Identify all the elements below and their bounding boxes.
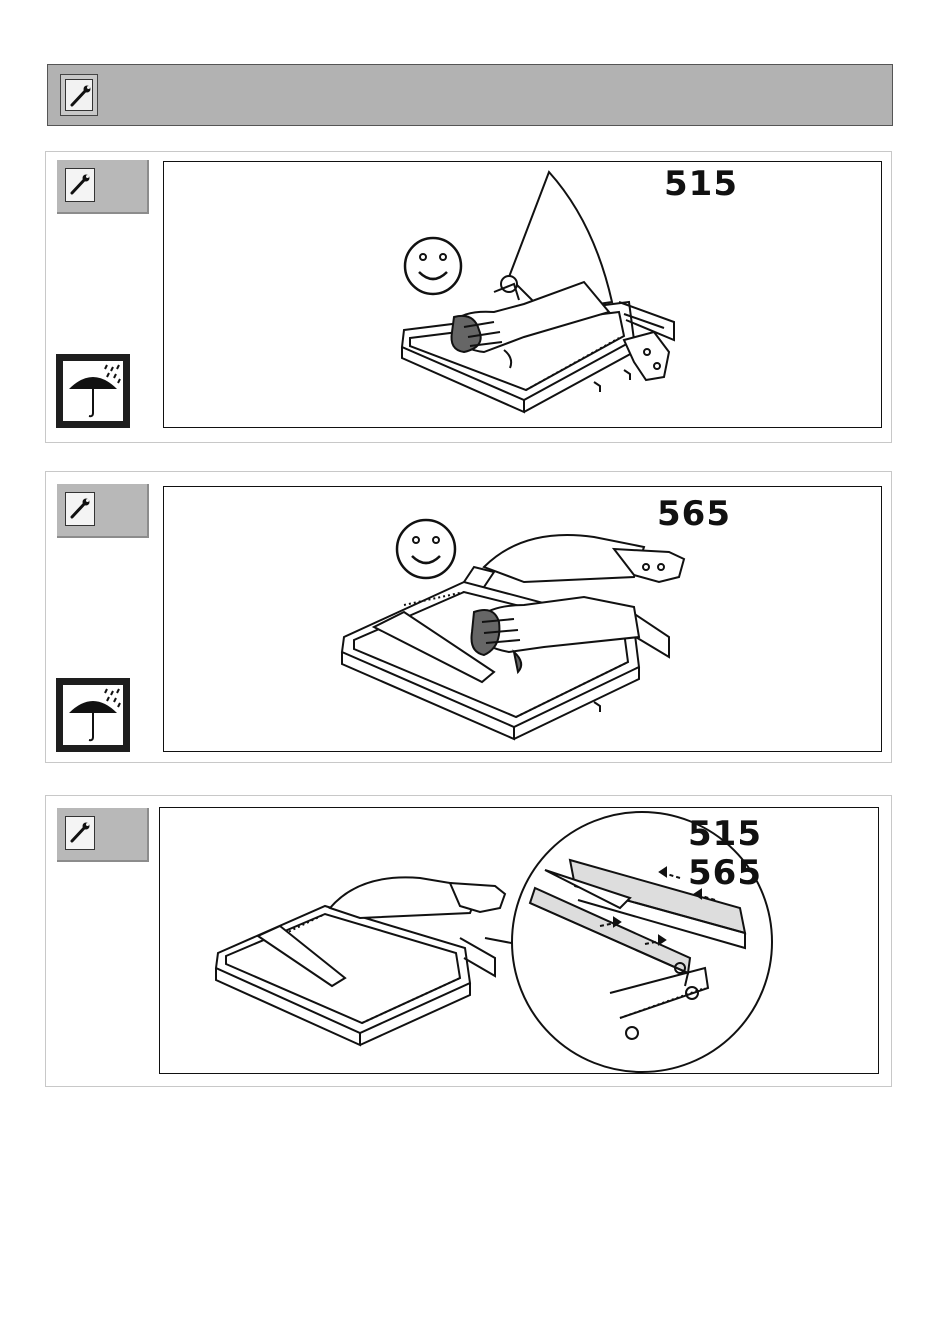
model-number-515: 515 xyxy=(688,817,762,851)
wrench-icon xyxy=(66,817,94,849)
header-bar xyxy=(47,64,893,126)
wrench-icon xyxy=(66,80,94,112)
illustration-frame: 565 xyxy=(163,486,882,752)
model-number: 565 xyxy=(657,497,731,531)
cutter-cleaning-illustration xyxy=(164,487,881,751)
illustration-frame: 515 565 xyxy=(159,807,879,1074)
smiley-icon xyxy=(405,238,461,294)
model-number-565: 565 xyxy=(688,856,762,890)
section-cleaning-565: 565 xyxy=(45,471,892,763)
cutter-cleaning-illustration xyxy=(164,162,881,427)
wrench-icon xyxy=(66,169,94,201)
rail-detail-illustration xyxy=(160,808,878,1073)
model-number: 515 xyxy=(664,167,738,201)
smiley-icon xyxy=(397,520,455,578)
maintenance-tab xyxy=(57,484,149,538)
illustration-frame: 515 xyxy=(163,161,882,428)
maintenance-icon xyxy=(60,74,98,116)
wrench-icon xyxy=(66,493,94,525)
maintenance-tab xyxy=(57,160,149,214)
section-cleaning-515: 515 xyxy=(45,151,892,443)
umbrella-rain-icon xyxy=(56,354,130,428)
maintenance-tab xyxy=(57,808,149,862)
section-rail-maintenance: 515 565 xyxy=(45,795,892,1087)
umbrella-rain-icon xyxy=(56,678,130,752)
